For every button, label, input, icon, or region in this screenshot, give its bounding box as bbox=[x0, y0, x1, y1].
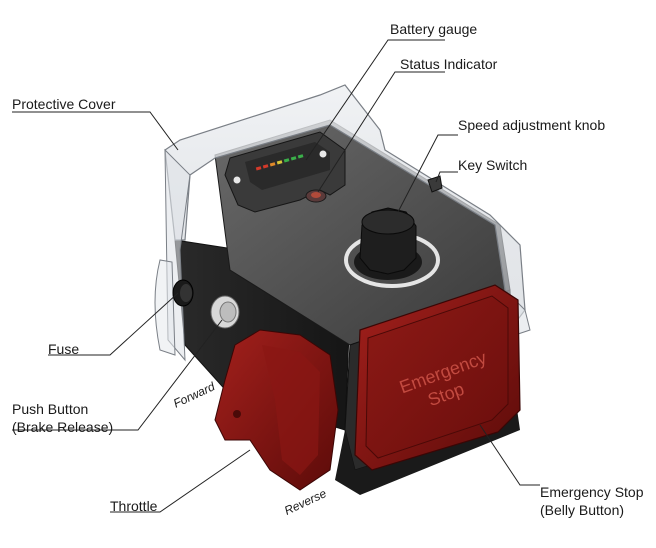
push-button-brake-release[interactable] bbox=[210, 295, 240, 329]
throttle[interactable] bbox=[214, 329, 339, 491]
label-push-button: Push Button (Brake Release) bbox=[12, 400, 113, 436]
emergency-stop-button[interactable]: Emergency Stop bbox=[354, 284, 521, 471]
label-fuse: Fuse bbox=[48, 341, 80, 357]
label-emergency-stop-line2: (Belly Button) bbox=[540, 502, 625, 518]
label-emergency-stop-line1: Emergency Stop bbox=[540, 484, 644, 500]
label-battery-gauge: Battery gauge bbox=[390, 21, 478, 37]
label-throttle: Throttle bbox=[110, 498, 158, 514]
label-push-button-line2: (Brake Release) bbox=[12, 419, 114, 435]
label-protective-cover: Protective Cover bbox=[12, 96, 116, 112]
label-push-button-line1: Push Button bbox=[12, 401, 89, 417]
label-speed-adjustment-knob: Speed adjustment knob bbox=[458, 117, 606, 133]
label-emergency-stop: Emergency Stop (Belly Button) bbox=[540, 483, 644, 519]
speed-adjustment-knob[interactable] bbox=[344, 207, 440, 288]
status-indicator bbox=[305, 189, 327, 203]
battery-gauge bbox=[255, 154, 304, 171]
label-status-indicator: Status Indicator bbox=[400, 56, 498, 72]
label-key-switch: Key Switch bbox=[458, 157, 528, 173]
key-switch[interactable] bbox=[427, 175, 443, 193]
fuse bbox=[172, 279, 194, 307]
leader-lines bbox=[12, 39, 540, 513]
